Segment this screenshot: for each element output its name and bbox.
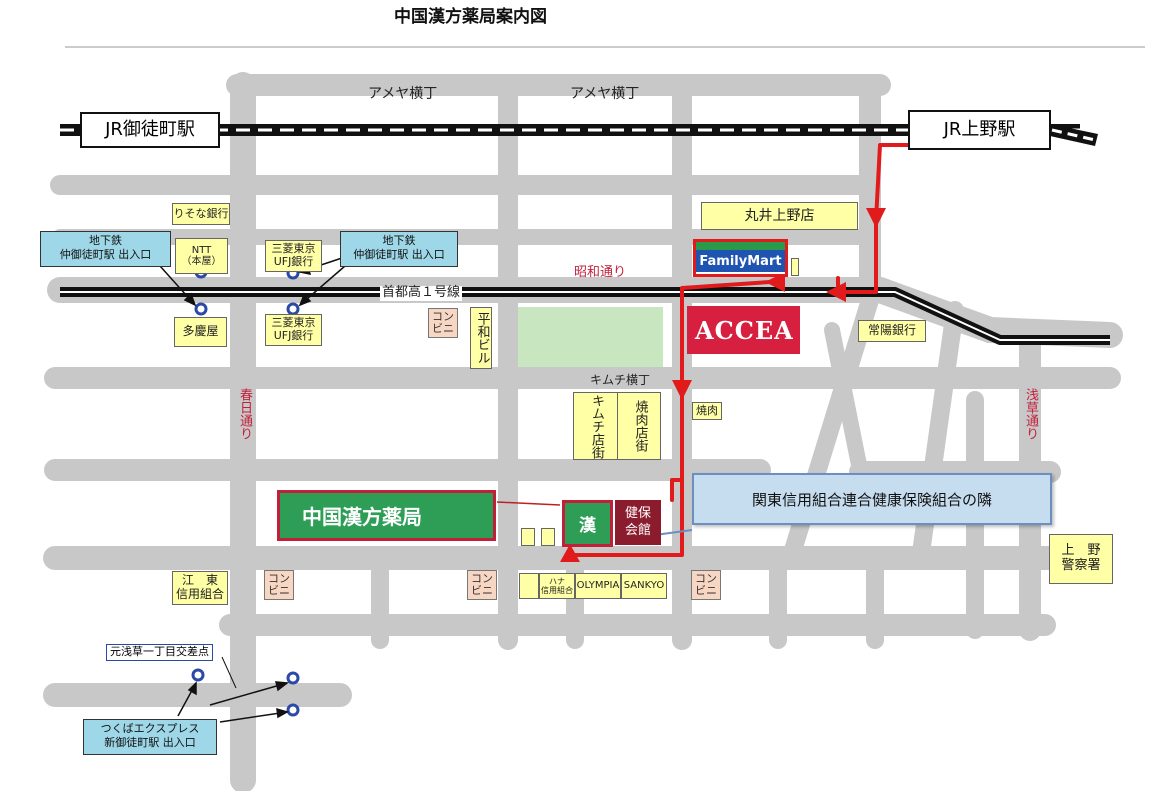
neighbor-note: 関東信用組合連合健康保険組合の隣 [692,473,1052,525]
bldg-kenpo-kaikan: 健保 会館 [615,500,661,545]
expressway-line [60,287,1110,345]
note-connector [654,529,693,536]
pharmacy-pointer-line [496,501,561,506]
bldg-takeya: 多慶屋 [174,317,227,347]
street-kasuga-dori: 春日通り [236,388,252,440]
bldg-ueno-police: 上 野 警察署 [1049,534,1113,584]
callout-naka-okachimachi-left: 地下鉄 仲御徒町駅 出入口 [40,231,171,267]
bldg-ntt: NTT （本屋） [175,238,228,274]
bldg-marui: 丸井上野店 [701,202,858,230]
bldg-accea: ACCEA [687,306,800,354]
bldg-joyo-bank: 常陽銀行 [858,320,926,342]
route-arrowheads [560,208,886,562]
callout-motoasakusa-crossing: 元浅草一丁目交差点 [106,644,213,661]
road-diag-3 [824,322,868,478]
station-jr-ueno: JR上野駅 [908,110,1051,150]
street-ameyoko-1: アメヤ横丁 [368,86,438,102]
station-jr-okachimachi: JR御徒町駅 [80,112,220,148]
page-title: 中国漢方薬局案内図 [394,7,547,27]
bldg-kan: 漢 [562,500,613,547]
callout-tsukuba-express: つくばエクスプレス 新御徒町駅 出入口 [83,719,217,755]
bldg-koto-shinyo: 江 東 信用組合 [172,571,228,605]
bldg-small-1 [521,528,535,546]
pharmacy-label: 中国漢方薬局 [277,490,496,541]
road-east [977,317,1123,348]
conv-store-4: コン ビニ [691,570,721,600]
bldg-mufj-north: 三菱東京 UFJ銀行 [265,240,322,272]
bldg-hirawa: 平和ビル [470,307,492,369]
familymart-stripe-blue: FamilyMart [696,250,785,272]
familymart-stripe-green [696,242,785,250]
street-asakusa-dori: 浅草通り [1022,388,1038,440]
bldg-yakiniku: 焼肉 [692,402,722,420]
bldg-familymart: FamilyMart [693,239,788,277]
accea-label: ACCEA [695,315,794,345]
bldg-small-2 [541,528,555,546]
conv-store-2: コン ビニ [264,570,294,600]
street-kimuchi-yokocho: キムチ横丁 [590,373,651,387]
callout-naka-okachimachi-right: 地下鉄 仲御徒町駅 出入口 [340,231,458,267]
bldg-small-3 [519,573,539,599]
bldg-kimuchi-street: キムチ店街 [573,392,617,460]
bldg-mufj-south: 三菱東京 UFJ銀行 [265,314,322,346]
callout-arrows [159,256,346,723]
bldg-risona: りそな銀行 [172,203,230,225]
street-expressway: 首都高１号線 [380,285,463,301]
conv-store-3: コン ビニ [467,570,497,600]
bldg-hana-shinyo: ハナ 信用組合 [539,573,575,599]
bldg-sankyo: SANKYO [621,573,667,599]
bldg-marui-annex [791,258,799,276]
bldg-olympia: OLYMPIA [575,573,621,599]
conv-store-1: コン ビニ [428,308,458,338]
street-ameyoko-2: アメヤ横丁 [570,86,640,102]
street-showa-dori: 昭和通り [574,265,627,280]
bldg-yakiniku-street: 焼肉店街 [617,392,661,460]
park-block [518,307,663,367]
